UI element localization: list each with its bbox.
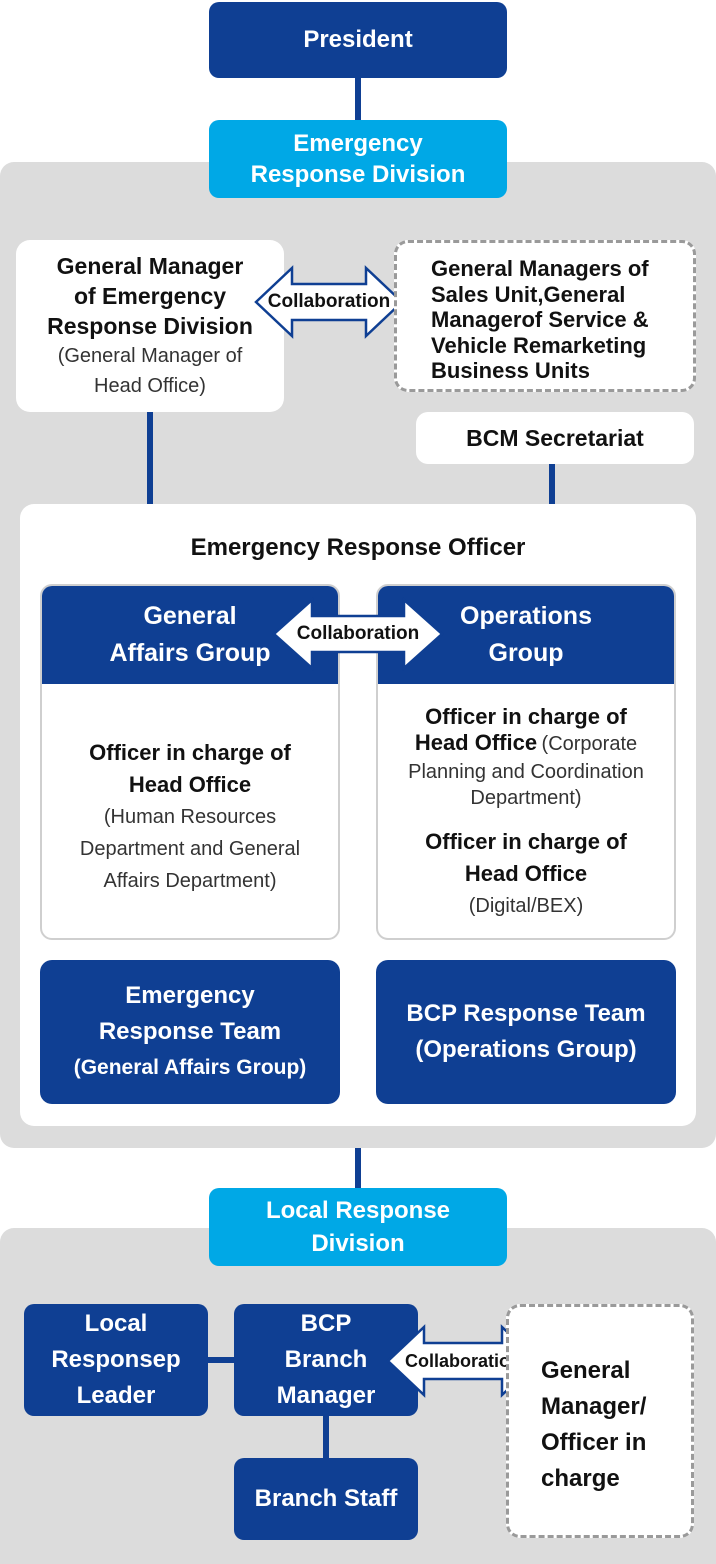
gm-emergency-response-division-box: General Manager of Emergency Response Di… [16, 240, 284, 412]
ops-officer2-sub: (Digital/BEX) [468, 895, 584, 917]
officer-title-text: Emergency Response Officer [190, 534, 526, 561]
bcp-branch-line3: Manager [276, 1382, 376, 1409]
emergency-response-team-box: Emergency Response Team (General Affairs… [40, 960, 340, 1104]
collaboration-label: Collaboration [392, 1345, 534, 1377]
ops-officer1-sub-line2: Planning and Coordination [408, 761, 644, 783]
bcp-response-team-box: BCP Response Team (Operations Group) [376, 960, 676, 1104]
ops-officer1-title-line1: Officer in charge of [425, 704, 627, 729]
president-box: President [209, 2, 507, 78]
ops-officer2-text: Officer in charge of Head Office (Digita… [378, 826, 674, 922]
bcp-branch-line2: Branch [284, 1346, 368, 1373]
bcp-branch-manager-box: BCP Branch Manager [234, 1304, 418, 1416]
gm-sales-line3: Managerof Service & [431, 307, 649, 332]
gm-officer-line2: Manager/ [541, 1393, 647, 1420]
president-label: President [303, 26, 413, 53]
bcp-branch-line1: BCP [300, 1310, 352, 1337]
local-response-division-box: Local Response Division [209, 1188, 507, 1266]
gm-officer-line1: General [541, 1357, 631, 1384]
gm-erd-sub-line2: Head Office) [94, 375, 206, 397]
connector-president-erd [355, 76, 361, 122]
ops-officer1-title-line2: Head Office [414, 730, 538, 755]
bcp-team-line1: BCP Response Team [406, 1000, 646, 1027]
ops-officer1-sub-inline: (Corporate [541, 733, 638, 755]
gm-sales-service-box: General Managers of Sales Unit,General M… [394, 240, 696, 392]
branch-staff-label: Branch Staff [254, 1485, 398, 1512]
ops-officer1-text: Officer in charge of Head Office (Corpor… [378, 704, 674, 811]
gm-sales-line2: Sales Unit,General [431, 281, 626, 307]
collaboration-label-text: Collaboration [405, 1350, 521, 1371]
lrd-line1: Local Response [265, 1197, 451, 1224]
collaboration-label: Collaboration [296, 623, 420, 644]
ga-officer-title-line2: Head Office [128, 772, 252, 797]
gm-erd-title-line1: General Manager [56, 253, 244, 279]
general-affairs-group-card: General Affairs Group Officer in charge … [40, 584, 340, 940]
collaboration-label: Collaboration [267, 291, 391, 312]
connector-leader-branch [206, 1357, 238, 1363]
connector-gm-officer [147, 410, 153, 506]
ga-officer-sub-line1: (Human Resources [103, 806, 277, 828]
ga-officer-text: Officer in charge of Head Office (Human … [42, 684, 338, 938]
emergency-response-officer-title: Emergency Response Officer [20, 530, 696, 566]
ops-officer1-sub-line3: Department) [470, 787, 582, 809]
gm-officer-line3: Officer in [541, 1429, 647, 1456]
ga-officer-sub-line2: Department and General [79, 838, 301, 860]
gm-officer-in-charge-box: General Manager/ Officer in charge [506, 1304, 694, 1538]
erd-title-line2: Response Division [250, 161, 466, 188]
ga-officer-sub-line3: Affairs Department) [103, 870, 277, 892]
ga-officer-title-line1: Officer in charge of [89, 740, 291, 765]
ops-header-line2: Group [488, 639, 564, 667]
emergency-response-division-box: Emergency Response Division [209, 120, 507, 198]
ga-header-line2: Affairs Group [109, 639, 271, 667]
ops-header-line1: Operations [460, 602, 592, 630]
ops-officer2-title-line1: Officer in charge of [425, 829, 627, 854]
local-response-leader-box: Local Responsep Leader [24, 1304, 208, 1416]
ops-officer2-title-line2: Head Office [464, 861, 588, 886]
gm-sales-line4: Vehicle Remarketing [431, 332, 647, 358]
ert-line2: Response Team [98, 1018, 282, 1045]
collaboration-arrow-icon [272, 597, 444, 671]
local-leader-line3: Leader [76, 1382, 156, 1409]
lrd-line2: Division [311, 1230, 405, 1257]
gm-erd-sub-line1: (General Manager of [57, 345, 243, 367]
bcm-secretariat-label: BCM Secretariat [466, 424, 644, 451]
ert-line3: (General Affairs Group) [73, 1056, 307, 1079]
gm-erd-title-line2: of Emergency [73, 283, 227, 309]
bcp-team-line2: (Operations Group) [415, 1036, 637, 1063]
gm-erd-title-line3: Response Division [47, 313, 253, 339]
ert-line1: Emergency [125, 982, 255, 1009]
gm-sales-line1: General Managers of [431, 256, 649, 281]
local-leader-line1: Local [84, 1310, 148, 1337]
gm-sales-line5: Business Units [431, 358, 590, 383]
ga-header-line1: General [143, 602, 237, 630]
erd-title-line1: Emergency [293, 130, 423, 157]
gm-officer-line4: charge [541, 1465, 620, 1492]
local-leader-line2: Responsep [51, 1346, 181, 1373]
branch-staff-box: Branch Staff [234, 1458, 418, 1540]
connector-panel-lrd [355, 1148, 361, 1190]
connector-branch-staff [323, 1414, 329, 1460]
connector-bcm-officer [549, 462, 555, 506]
bcm-secretariat-box: BCM Secretariat [416, 412, 694, 464]
